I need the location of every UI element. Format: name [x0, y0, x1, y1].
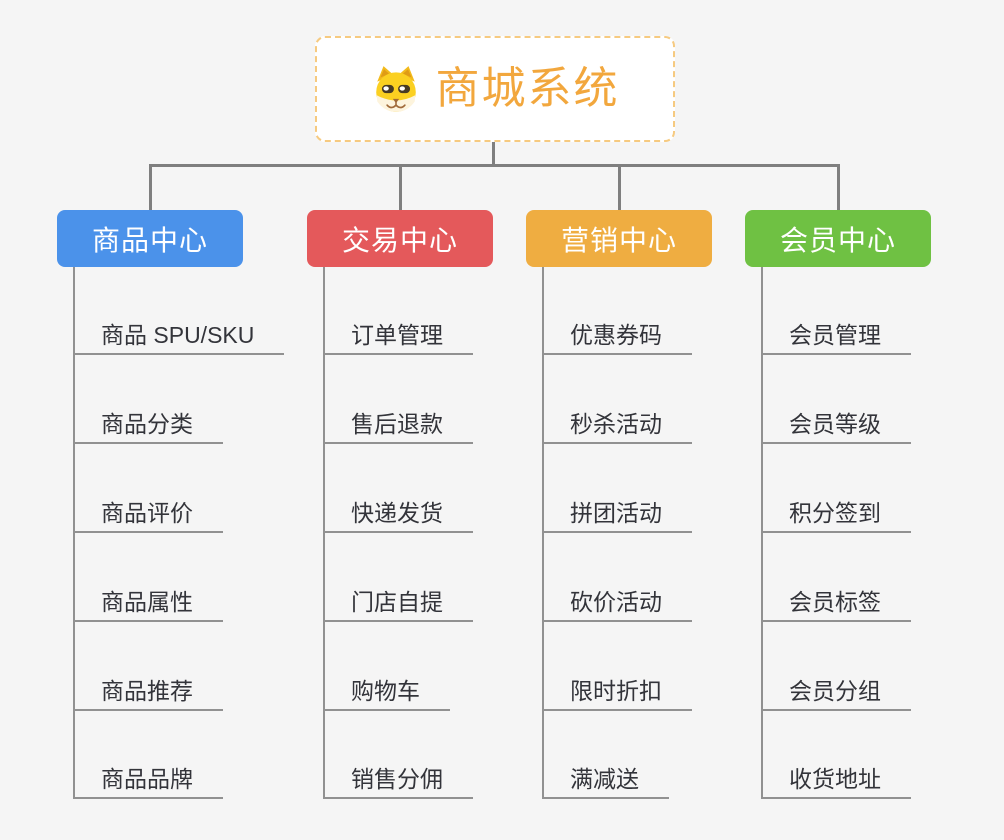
- doge-face-icon: [371, 64, 421, 114]
- leaf-node[interactable]: 商品分类: [73, 400, 223, 444]
- leaf-node[interactable]: 商品属性: [73, 578, 223, 622]
- leaf-node[interactable]: 满减送: [542, 755, 669, 799]
- branch-spine: [542, 267, 544, 799]
- leaf-node[interactable]: 商品评价: [73, 489, 223, 533]
- branch-node[interactable]: 交易中心: [307, 210, 493, 267]
- connector-root-drop: [492, 142, 495, 165]
- leaf-node[interactable]: 会员管理: [761, 311, 911, 355]
- leaf-node[interactable]: 积分签到: [761, 489, 911, 533]
- branch-node[interactable]: 会员中心: [745, 210, 931, 267]
- root-node[interactable]: 商城系统: [315, 36, 675, 142]
- leaf-node[interactable]: 优惠券码: [542, 311, 692, 355]
- branch-node[interactable]: 商品中心: [57, 210, 243, 267]
- connector-branch-drop: [148, 164, 152, 210]
- branch-spine: [73, 267, 75, 799]
- leaf-node[interactable]: 会员分组: [761, 667, 911, 711]
- connector-branch-drop: [398, 164, 402, 210]
- leaf-node[interactable]: 砍价活动: [542, 578, 692, 622]
- branch-spine: [761, 267, 763, 799]
- leaf-node[interactable]: 门店自提: [323, 578, 473, 622]
- leaf-node[interactable]: 秒杀活动: [542, 400, 692, 444]
- leaf-node[interactable]: 商品品牌: [73, 755, 223, 799]
- leaf-node[interactable]: 商品 SPU/SKU: [73, 311, 285, 355]
- leaf-node[interactable]: 限时折扣: [542, 667, 692, 711]
- leaf-node[interactable]: 拼团活动: [542, 489, 692, 533]
- branch-spine: [323, 267, 325, 799]
- leaf-node[interactable]: 购物车: [323, 667, 450, 711]
- leaf-node[interactable]: 会员标签: [761, 578, 911, 622]
- leaf-node[interactable]: 快递发货: [323, 489, 473, 533]
- root-title: 商城系统: [435, 64, 620, 113]
- leaf-node[interactable]: 订单管理: [323, 311, 473, 355]
- leaf-node[interactable]: 收货地址: [761, 755, 911, 799]
- leaf-node[interactable]: 售后退款: [323, 400, 473, 444]
- leaf-node[interactable]: 销售分佣: [323, 755, 473, 799]
- leaf-node[interactable]: 会员等级: [761, 400, 911, 444]
- connector-branch-drop: [836, 164, 840, 210]
- branch-node[interactable]: 营销中心: [526, 210, 712, 267]
- connector-branch-drop: [617, 164, 621, 210]
- connector-horizontal: [149, 164, 839, 167]
- leaf-node[interactable]: 商品推荐: [73, 667, 223, 711]
